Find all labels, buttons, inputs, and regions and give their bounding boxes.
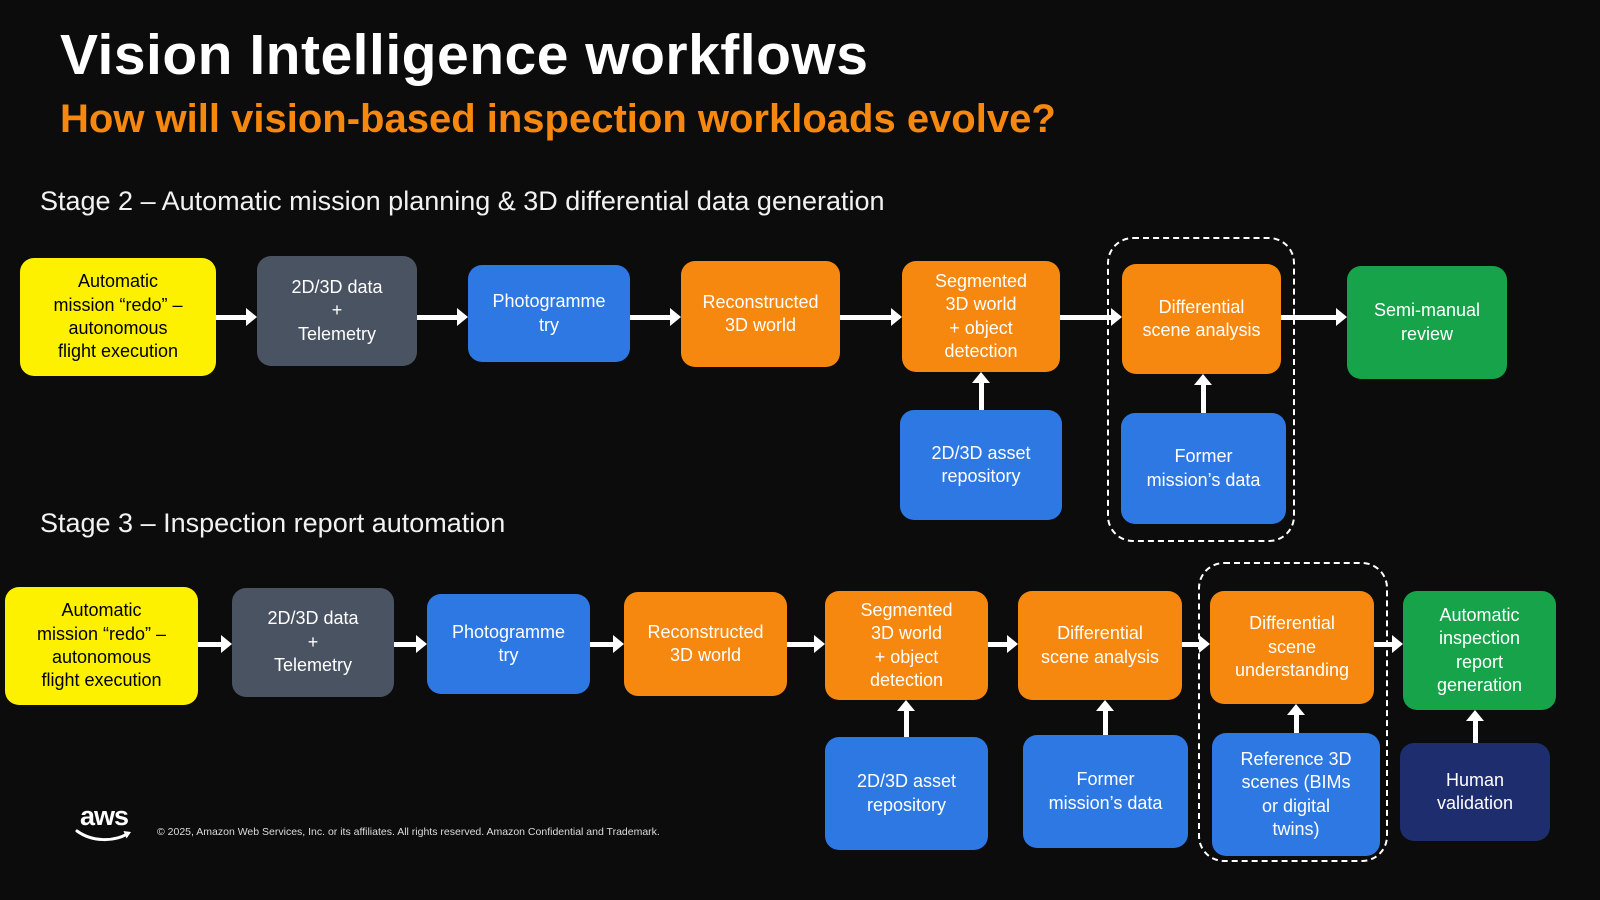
stage3-node-photogrammetry: Photogramme try	[427, 594, 590, 694]
copyright-text: © 2025, Amazon Web Services, Inc. or its…	[157, 826, 660, 838]
stage2-label: Stage 2 – Automatic mission planning & 3…	[40, 186, 885, 216]
flow-arrow-right	[840, 306, 902, 328]
stage3-node-asset-repository: 2D/3D asset repository	[825, 737, 988, 850]
stage2-node-former-mission-data: Former mission’s data	[1121, 413, 1286, 524]
stage3-node-differential-scene-understanding: Differential scene understanding	[1210, 591, 1374, 704]
flow-arrow-right	[1060, 306, 1122, 328]
stage2-node-photogrammetry: Photogramme try	[468, 265, 630, 362]
stage3-differential-group	[1198, 562, 1388, 862]
aws-smile-icon	[75, 829, 131, 842]
flow-arrow-right	[1182, 633, 1210, 655]
stage2-node-differential-scene-analysis: Differential scene analysis	[1122, 264, 1281, 374]
flow-arrow-up	[1094, 700, 1116, 735]
stage3-node-automatic-inspection-report: Automatic inspection report generation	[1403, 591, 1556, 710]
aws-logo-text: aws	[79, 801, 129, 831]
stage2-node-data-telemetry: 2D/3D data + Telemetry	[257, 256, 417, 366]
aws-logo: aws	[75, 803, 133, 845]
flow-arrow-up	[1285, 704, 1307, 733]
flow-arrow-right	[394, 633, 427, 655]
stage2-differential-group	[1107, 237, 1295, 542]
flow-arrow-up	[1464, 710, 1486, 743]
stage3-node-differential-scene-analysis: Differential scene analysis	[1018, 591, 1182, 700]
flow-arrow-right	[787, 633, 825, 655]
stage3-node-human-validation: Human validation	[1400, 743, 1550, 841]
stage2-node-segmented-3d-world: Segmented 3D world + object detection	[902, 261, 1060, 372]
stage3-node-data-telemetry: 2D/3D data + Telemetry	[232, 588, 394, 697]
stage2-node-reconstructed-3d-world: Reconstructed 3D world	[681, 261, 840, 367]
stage2-node-semi-manual-review: Semi-manual review	[1347, 266, 1507, 379]
flow-arrow-right	[1374, 633, 1403, 655]
flow-arrow-right	[198, 633, 232, 655]
flow-arrow-up	[895, 700, 917, 737]
stage3-node-reconstructed-3d-world: Reconstructed 3D world	[624, 592, 787, 696]
flow-arrow-right	[590, 633, 624, 655]
flow-arrow-right	[216, 306, 257, 328]
stage3-node-segmented-3d-world: Segmented 3D world + object detection	[825, 591, 988, 700]
flow-arrow-right	[417, 306, 468, 328]
stage3-node-reference-3d-scenes: Reference 3D scenes (BIMs or digital twi…	[1212, 733, 1380, 856]
stage2-node-automatic-mission-redo: Automatic mission “redo” – autonomous fl…	[20, 258, 216, 376]
flow-arrow-up	[970, 372, 992, 410]
stage3-node-automatic-mission-redo: Automatic mission “redo” – autonomous fl…	[5, 587, 198, 705]
flow-arrow-right	[988, 633, 1018, 655]
flow-arrow-right	[1281, 306, 1347, 328]
flow-arrow-up	[1192, 374, 1214, 413]
stage3-label: Stage 3 – Inspection report automation	[40, 508, 506, 538]
slide-title: Vision Intelligence workflows	[60, 23, 869, 87]
flow-arrow-right	[630, 306, 681, 328]
slide-subtitle: How will vision-based inspection workloa…	[60, 97, 1056, 141]
stage2-node-asset-repository: 2D/3D asset repository	[900, 410, 1062, 520]
stage3-node-former-mission-data: Former mission’s data	[1023, 735, 1188, 848]
